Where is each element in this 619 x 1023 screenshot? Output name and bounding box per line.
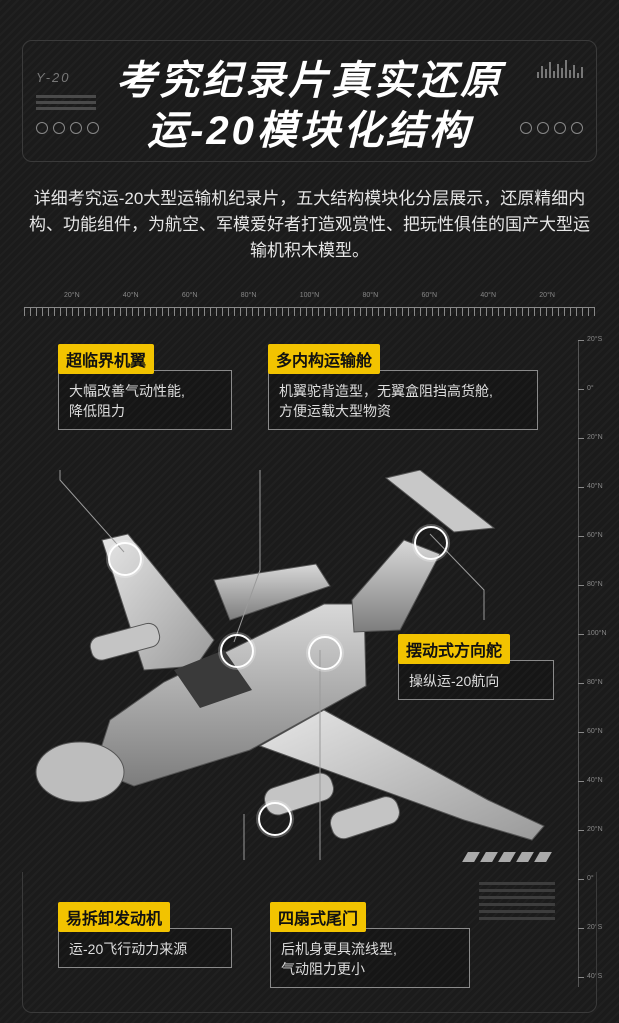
highlight-ring-wing xyxy=(108,542,142,576)
callout-cabin-label: 多内构运输舱 xyxy=(268,344,381,374)
callout-tail-door-desc: 后机身更具流线型, 气动阻力更小 xyxy=(270,928,470,988)
callout-engine-line-1: 运-20飞行动力来源 xyxy=(69,941,188,957)
ruler-label: 80°N xyxy=(240,292,257,299)
highlight-ring-cabin xyxy=(220,634,254,668)
header-frame xyxy=(22,40,597,162)
scale-tick xyxy=(578,781,584,782)
ruler-label: 20°N xyxy=(539,292,555,299)
callout-cabin-line-1: 机翼驼背造型，无翼盒阻挡高货舱, xyxy=(279,383,493,399)
scale-tick xyxy=(578,634,584,635)
vertical-tail xyxy=(351,470,496,633)
right-wing xyxy=(258,709,545,841)
callout-engine-label: 易拆卸发动机 xyxy=(58,902,171,932)
decor-bars-bottom xyxy=(479,878,555,924)
highlight-ring-rudder xyxy=(414,526,448,560)
decor-circles-left xyxy=(36,122,99,134)
decor-lines-left xyxy=(36,92,96,113)
scale-label: 20°N xyxy=(587,826,603,833)
highlight-ring-engine xyxy=(258,802,292,836)
callout-tail-door: 四扇式尾门 后机身更具流线型, 气动阻力更小 xyxy=(270,902,470,988)
scale-label: 0° xyxy=(587,385,594,392)
callout-wing: 超临界机翼 大幅改善气动性能, 降低阻力 xyxy=(58,344,232,430)
title-line-1: 考究纪录片真实还原 xyxy=(116,59,503,103)
callout-rudder-label: 摆动式方向舵 xyxy=(398,634,511,664)
scale-tick xyxy=(578,389,584,390)
decor-circles-right xyxy=(520,122,583,134)
scale-label: 60°N xyxy=(587,728,603,735)
callout-tail-door-line-1: 后机身更具流线型, xyxy=(281,941,397,957)
scale-label: 40°N xyxy=(587,483,603,490)
ruler-ticks xyxy=(24,307,595,316)
side-scale: 20°S 0° 20°N 40°N 60°N 80°N 100°N 80°N 60°N 40°N 2… xyxy=(578,336,609,987)
top-ruler: 20°N 40°N 60°N 80°N 100°N 80°N 60°N 40°N… xyxy=(24,292,595,318)
callout-cabin-desc: 机翼驼背造型，无翼盒阻挡高货舱, 方便运载大型物资 xyxy=(268,370,538,430)
scale-label: 20°N xyxy=(587,434,603,441)
fuselage xyxy=(35,603,367,803)
page-title: 考究纪录片真实还原 运-20模块化结构 xyxy=(0,56,619,156)
scale-tick xyxy=(578,683,584,684)
scale-tick xyxy=(578,438,584,439)
scale-label: 40°S xyxy=(587,973,603,980)
title-line-2: 运-20模块化结构 xyxy=(147,109,472,153)
scale-label: 40°N xyxy=(587,777,603,784)
callout-tail-door-line-2: 气动阻力更小 xyxy=(281,961,365,977)
callout-wing-line-1: 大幅改善气动性能, xyxy=(69,383,185,399)
ruler-label: 20°N xyxy=(64,292,80,299)
scale-label: 100°N xyxy=(587,630,607,637)
ruler-label: 40°N xyxy=(480,292,496,299)
scale-tick xyxy=(578,732,584,733)
callout-engine-desc: 运-20飞行动力来源 xyxy=(58,928,232,968)
callout-engine: 易拆卸发动机 运-20飞行动力来源 xyxy=(58,902,232,968)
decor-bars-right xyxy=(537,60,583,78)
ruler-label: 80°N xyxy=(362,292,379,299)
callout-lines xyxy=(59,470,485,860)
scale-tick xyxy=(578,340,584,341)
model-tag: Y-20 xyxy=(36,70,71,85)
callout-rudder: 摆动式方向舵 操纵运-20航向 xyxy=(398,634,554,700)
ruler-label: 60°N xyxy=(181,292,198,299)
scale-tick xyxy=(578,585,584,586)
scale-tick xyxy=(578,977,584,978)
ruler-label: 100°N xyxy=(299,292,320,299)
decor-chevrons xyxy=(462,852,552,862)
callout-wing-label: 超临界机翼 xyxy=(58,344,155,374)
intro-text: 详细考究运-20大型运输机纪录片，五大结构模块化分层展示，还原精细内构、功能组件… xyxy=(29,189,590,260)
scale-label: 20°S xyxy=(587,924,603,931)
callout-cabin-line-2: 方便运载大型物资 xyxy=(279,403,391,419)
scale-label: 20°S xyxy=(587,336,603,343)
scale-tick xyxy=(578,830,584,831)
callout-wing-desc: 大幅改善气动性能, 降低阻力 xyxy=(58,370,232,430)
scale-tick xyxy=(578,928,584,929)
ruler-label: 40°N xyxy=(122,292,139,299)
highlight-ring-tail-door xyxy=(308,636,342,670)
callout-cabin: 多内构运输舱 机翼驼背造型，无翼盒阻挡高货舱, 方便运载大型物资 xyxy=(268,344,538,430)
footer-frame xyxy=(22,872,597,1013)
scale-tick xyxy=(578,879,584,880)
upper-fuselage-panel xyxy=(213,563,331,621)
ruler-label: 60°N xyxy=(421,292,438,299)
scale-label: 80°N xyxy=(587,581,603,588)
callout-rudder-line-1: 操纵运-20航向 xyxy=(409,673,500,689)
scale-tick xyxy=(578,487,584,488)
callout-wing-line-2: 降低阻力 xyxy=(69,403,125,419)
scale-label: 60°N xyxy=(587,532,603,539)
scale-tick xyxy=(578,536,584,537)
scale-label: 80°N xyxy=(587,679,603,686)
callout-tail-door-label: 四扇式尾门 xyxy=(270,902,367,932)
callout-rudder-desc: 操纵运-20航向 xyxy=(398,660,554,700)
